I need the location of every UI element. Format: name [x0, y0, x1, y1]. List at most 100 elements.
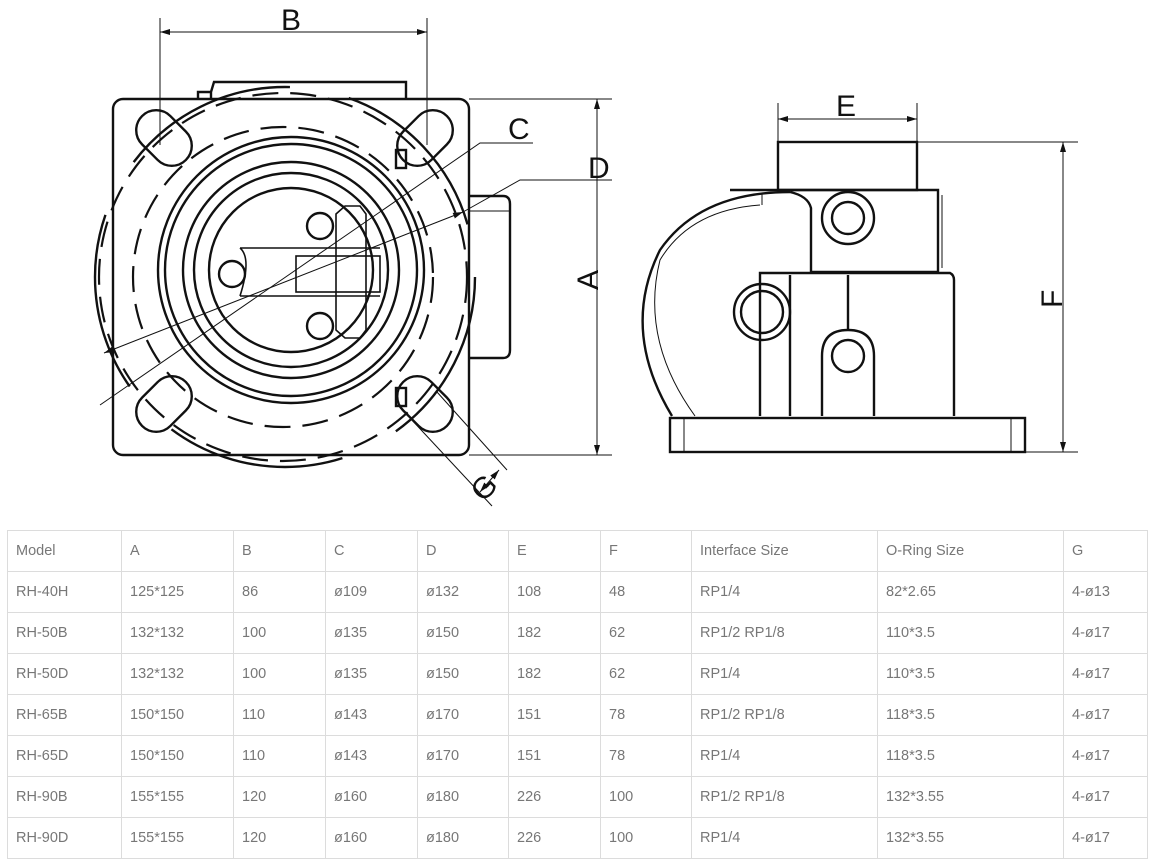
column-header: F — [600, 530, 692, 572]
table-cell: 48 — [600, 571, 692, 613]
table-cell: 4-ø17 — [1063, 776, 1148, 818]
table-cell: 108 — [508, 571, 601, 613]
table-cell: 86 — [233, 571, 326, 613]
dim-label-d: D — [588, 152, 610, 185]
table-cell: 132*132 — [121, 653, 234, 695]
bolt-slot-bl — [135, 375, 193, 433]
table-cell: 4-ø17 — [1063, 612, 1148, 654]
dim-label-a: A — [572, 270, 605, 290]
column-header: G — [1063, 530, 1148, 572]
table-cell: 118*3.5 — [877, 694, 1064, 736]
technical-drawing: B A C D G — [93, 4, 1078, 508]
front-view: B A C D G — [93, 4, 612, 508]
table-cell: 155*155 — [121, 776, 234, 818]
table-cell: 62 — [600, 653, 692, 695]
table-cell: 226 — [508, 776, 601, 818]
dim-label-f: F — [1036, 290, 1069, 308]
side-view: E F — [641, 90, 1078, 454]
table-cell: RP1/4 — [691, 571, 878, 613]
table-cell: 132*132 — [121, 612, 234, 654]
table-cell: 132*3.55 — [877, 776, 1064, 818]
table-cell: 78 — [600, 735, 692, 777]
table-cell: 118*3.5 — [877, 735, 1064, 777]
table-cell: ø150 — [417, 653, 509, 695]
table-cell: RP1/4 — [691, 735, 878, 777]
column-header: D — [417, 530, 509, 572]
table-cell: 151 — [508, 694, 601, 736]
table-cell: ø170 — [417, 735, 509, 777]
flange-body — [111, 97, 471, 457]
table-cell: 4-ø17 — [1063, 735, 1148, 777]
table-cell: 110*3.5 — [877, 653, 1064, 695]
dim-label-e: E — [836, 90, 856, 123]
table-cell: RP1/4 — [691, 653, 878, 695]
table-cell: 100 — [600, 817, 692, 859]
column-header: Interface Size — [691, 530, 878, 572]
table-cell: 82*2.65 — [877, 571, 1064, 613]
table-cell: 4-ø13 — [1063, 571, 1148, 613]
table-cell: 226 — [508, 817, 601, 859]
dim-label-b: B — [281, 4, 301, 37]
table-cell: 78 — [600, 694, 692, 736]
table-cell: 182 — [508, 612, 601, 654]
bolt-slot-tr — [396, 109, 454, 167]
table-cell: ø160 — [325, 776, 418, 818]
table-cell: RP1/2 RP1/8 — [691, 776, 878, 818]
table-cell: 151 — [508, 735, 601, 777]
table-cell: RP1/2 RP1/8 — [691, 612, 878, 654]
bolt-slot-tl — [135, 109, 193, 167]
table-cell: 150*150 — [121, 694, 234, 736]
table-cell: ø150 — [417, 612, 509, 654]
table-cell: 125*125 — [121, 571, 234, 613]
table-cell: 155*155 — [121, 817, 234, 859]
table-cell: 62 — [600, 612, 692, 654]
table-cell: 110 — [233, 694, 326, 736]
model-cell: RH-90D — [7, 817, 122, 859]
table-cell: 100 — [233, 653, 326, 695]
table-cell: 120 — [233, 817, 326, 859]
model-cell: RH-50D — [7, 653, 122, 695]
table-cell: RP1/2 RP1/8 — [691, 694, 878, 736]
column-header: Model — [7, 530, 122, 572]
model-cell: RH-65D — [7, 735, 122, 777]
table-cell: ø180 — [417, 817, 509, 859]
table-cell: ø143 — [325, 694, 418, 736]
dim-label-g: G — [465, 468, 505, 508]
column-header: A — [121, 530, 234, 572]
model-cell: RH-65B — [7, 694, 122, 736]
table-cell: 182 — [508, 653, 601, 695]
column-header: O-Ring Size — [877, 530, 1064, 572]
model-cell: RH-90B — [7, 776, 122, 818]
table-cell: 110 — [233, 735, 326, 777]
table-cell: ø160 — [325, 817, 418, 859]
table-cell: 4-ø17 — [1063, 694, 1148, 736]
table-cell: ø135 — [325, 612, 418, 654]
table-cell: RP1/4 — [691, 817, 878, 859]
table-cell: ø180 — [417, 776, 509, 818]
bolt-slot-br — [396, 375, 454, 433]
table-cell: ø109 — [325, 571, 418, 613]
table-cell: ø132 — [417, 571, 509, 613]
table-cell: 100 — [600, 776, 692, 818]
table-cell: 132*3.55 — [877, 817, 1064, 859]
table-cell: 110*3.5 — [877, 612, 1064, 654]
table-cell: ø143 — [325, 735, 418, 777]
table-cell: 150*150 — [121, 735, 234, 777]
column-header: E — [508, 530, 601, 572]
column-header: C — [325, 530, 418, 572]
table-cell: 4-ø17 — [1063, 653, 1148, 695]
table-cell: 4-ø17 — [1063, 817, 1148, 859]
model-cell: RH-40H — [7, 571, 122, 613]
table-cell: ø170 — [417, 694, 509, 736]
table-cell: 120 — [233, 776, 326, 818]
model-cell: RH-50B — [7, 612, 122, 654]
